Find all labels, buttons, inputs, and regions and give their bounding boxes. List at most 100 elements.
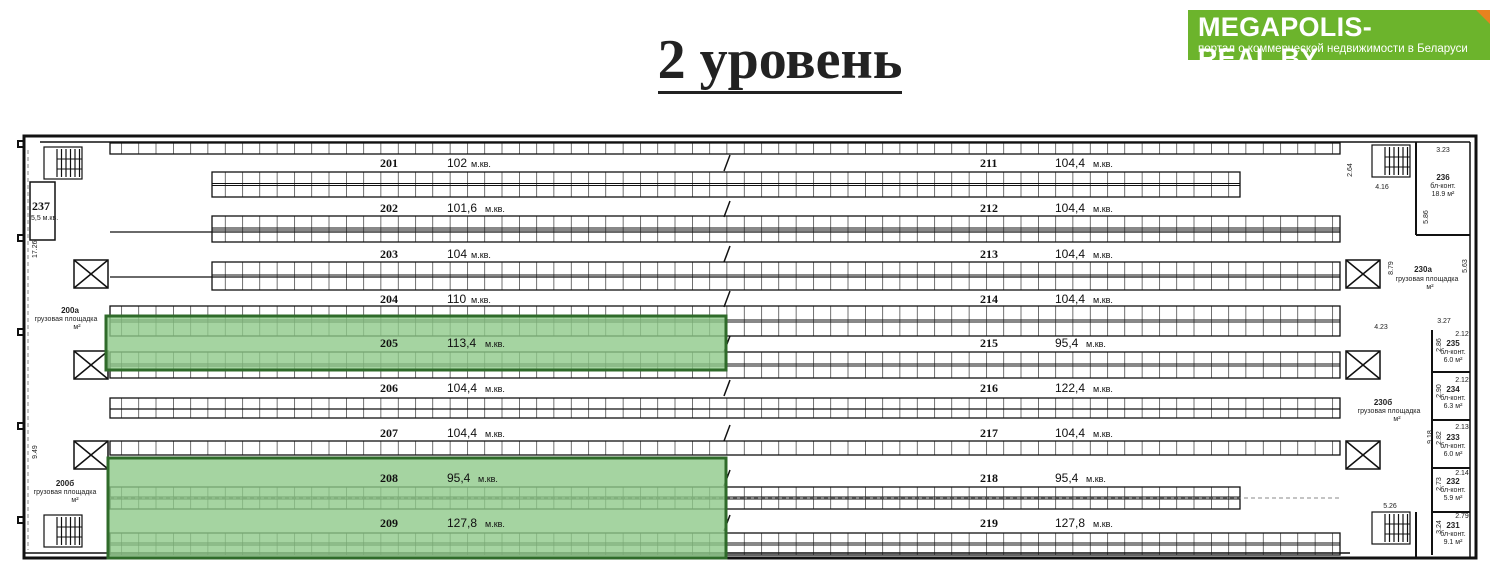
room-text: 4.23 — [1374, 324, 1388, 331]
room-text: грузовая площадка — [35, 316, 98, 323]
unit-number: 211 — [980, 156, 997, 170]
freight-lift-icon — [73, 259, 109, 289]
room-text: 5.63 — [1462, 259, 1469, 273]
unit-number: 206 — [380, 381, 398, 395]
unit-measure: м.кв. — [485, 204, 505, 214]
logo-name: MEGAPOLIS-REAL.BY — [1198, 12, 1373, 73]
highlighted-units — [104, 314, 728, 560]
unit-area: 104,4 — [447, 381, 477, 395]
room-text: 200б — [56, 479, 74, 488]
unit-219[interactable]: 219 127,8 м.кв. — [980, 516, 1113, 530]
unit-measure: м.кв. — [1093, 295, 1113, 305]
room-text: 6.0 м² — [1444, 357, 1463, 364]
unit-number: 215 — [980, 336, 998, 350]
stairs-icon — [1371, 511, 1411, 545]
unit-area: 95,4 — [1055, 471, 1079, 485]
room-text: м² — [73, 324, 81, 331]
room-text: 233 — [1446, 433, 1460, 442]
unit-204[interactable]: 204 110 м.кв. — [380, 292, 491, 306]
unit-measure: м.кв. — [478, 474, 498, 484]
page-title: 2 уровень — [0, 28, 1500, 94]
unit-number: 216 — [980, 381, 998, 395]
unit-measure: м.кв. — [471, 250, 491, 260]
rack-row — [109, 142, 1341, 155]
stairs-icon — [43, 514, 83, 548]
freight-lift-icon — [1345, 440, 1381, 470]
room-text: 9.18 — [1427, 430, 1434, 444]
unit-measure: м.кв. — [1093, 519, 1113, 529]
room-text: 2.73 — [1436, 477, 1443, 491]
unit-measure: м.кв. — [1086, 339, 1106, 349]
highlighted-unit-area[interactable] — [106, 456, 728, 560]
unit-number: 219 — [980, 516, 998, 530]
room-text: 6.0 м² — [1444, 451, 1463, 458]
unit-number: 205 — [380, 336, 398, 350]
room-text: бл-конт. — [1440, 394, 1465, 402]
room-text: бл-конт. — [1440, 486, 1465, 494]
room-text: бл-конт. — [1440, 530, 1465, 538]
room-text: 5.9 м² — [1444, 495, 1463, 502]
room-text: 5.86 — [1423, 210, 1430, 224]
unit-measure: м.кв. — [1093, 384, 1113, 394]
room-text: 6.3 м² — [1444, 403, 1463, 410]
room-text: 2.79 — [1455, 513, 1469, 520]
room-text: 231 — [1446, 521, 1460, 530]
stairs-icon — [43, 146, 83, 180]
unit-number: 214 — [980, 292, 998, 306]
unit-measure: м.кв. — [1093, 204, 1113, 214]
unit-214[interactable]: 214 104,4 м.кв. — [980, 292, 1113, 306]
room-number: 237 — [32, 199, 50, 213]
room-text: м² — [1426, 284, 1434, 291]
freight-lift-icon — [1345, 350, 1381, 380]
unit-212[interactable]: 212 104,4 м.кв. — [980, 201, 1113, 215]
room-text: 2.14 — [1455, 470, 1469, 477]
megapolis-logo[interactable]: MEGAPOLIS-REAL.BY портал о коммерческой … — [1188, 10, 1490, 73]
logo-tagline: портал о коммерческой недвижимости в Бел… — [1198, 43, 1468, 55]
room-text: 8.79 — [1388, 261, 1395, 275]
unit-area: 127,8 — [1055, 516, 1085, 530]
unit-area: 104 — [447, 247, 467, 261]
unit-number: 204 — [380, 292, 398, 306]
unit-area: 110 — [447, 292, 466, 306]
unit-measure: м.кв. — [485, 339, 505, 349]
room-text: 2.64 — [1347, 163, 1354, 177]
rack-row — [211, 171, 1241, 198]
unit-measure: м.кв. — [471, 295, 491, 305]
room-text: 2.86 — [1436, 338, 1443, 352]
highlighted-unit-area[interactable] — [104, 314, 728, 372]
unit-area: 104,4 — [1055, 292, 1085, 306]
unit-number: 208 — [380, 471, 398, 485]
room-text: 230а — [1414, 265, 1432, 274]
room-text: грузовая площадка — [1396, 276, 1459, 283]
unit-number: 217 — [980, 426, 998, 440]
unit-area: 95,4 — [447, 471, 471, 485]
room-text: 234 — [1446, 385, 1460, 394]
unit-measure: м.кв. — [1093, 429, 1113, 439]
room-text: 2.12 — [1455, 377, 1469, 384]
unit-number: 213 — [980, 247, 998, 261]
room-text: грузовая площадка — [34, 489, 97, 496]
room-text: м² — [71, 497, 79, 504]
unit-number: 212 — [980, 201, 998, 215]
rack-row — [109, 440, 1341, 456]
unit-208[interactable]: 208 95,4 м.кв. — [380, 471, 498, 485]
room-text: грузовая площадка — [1358, 408, 1421, 415]
rack-row — [211, 261, 1341, 291]
unit-area: 104,4 — [1055, 201, 1085, 215]
room-text: 9.1 м² — [1444, 539, 1463, 546]
stairs — [43, 144, 1411, 548]
